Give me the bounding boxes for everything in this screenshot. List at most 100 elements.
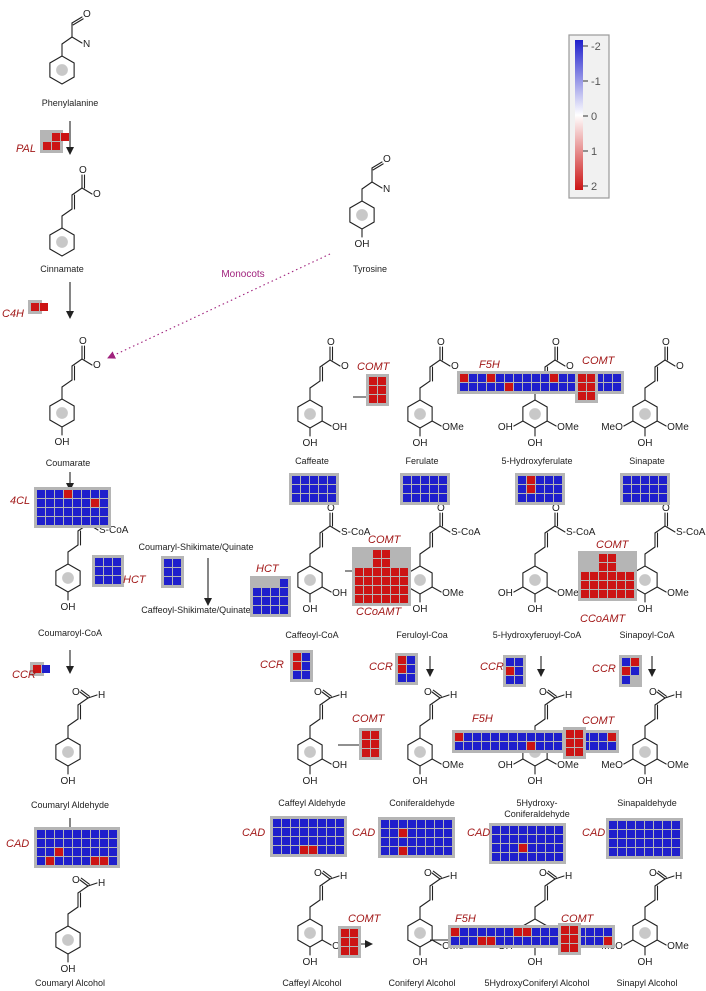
heatmap-cell: [622, 658, 630, 666]
heatmap-cell: [659, 476, 667, 484]
heatmap-cell: [61, 133, 69, 141]
heatmap-cell: [400, 595, 408, 603]
heatmap-cell: [382, 577, 390, 585]
heatmap-cell: [253, 588, 261, 596]
atom-o: O: [676, 361, 684, 372]
heatmap-cell: [546, 826, 554, 834]
heatmap-cell: [604, 928, 612, 936]
atom-oh: OH: [528, 776, 543, 787]
atom-o: O: [72, 875, 80, 886]
heatmap-cell: [599, 742, 607, 750]
heatmap-cell: [608, 590, 616, 598]
heatmap-cell: [369, 395, 377, 403]
heatmap-cell: [568, 374, 576, 382]
atom-h: H: [450, 690, 457, 701]
heatmap-cell: [500, 742, 508, 750]
enzyme-comt-alc: COMT: [348, 913, 382, 925]
heatmap-cell: [37, 490, 45, 498]
aromatic-center: [414, 408, 426, 420]
bond: [439, 525, 451, 533]
heatmap-cell: [390, 838, 398, 846]
heatmap-cell: [37, 830, 45, 838]
bond: [546, 586, 557, 593]
bond: [71, 16, 83, 24]
heatmap-cell: [545, 733, 553, 741]
heatmap-cell: [33, 665, 41, 673]
heatmap-cell: [482, 742, 490, 750]
bond: [429, 359, 441, 368]
heatmap-cell: [613, 383, 621, 391]
heatmap-cell: [100, 499, 108, 507]
heatmap-cell: [469, 937, 477, 945]
heatmap-cell: [627, 821, 635, 829]
heatmap-cell: [590, 581, 598, 589]
heatmap-cell: [590, 590, 598, 598]
heatmap-cell: [31, 303, 39, 311]
bond: [431, 420, 442, 427]
heatmap-cell: [355, 586, 363, 594]
heatmap-cell: [435, 829, 443, 837]
heatmap-cell: [581, 590, 589, 598]
atom-scoa: S-CoA: [341, 527, 371, 538]
heatmap-cell: [42, 665, 50, 673]
heatmap-cell: [537, 844, 545, 852]
heatmap-cell: [302, 671, 310, 679]
heatmap-cell: [636, 830, 644, 838]
heatmap-comt-ccoaomt: [352, 547, 411, 606]
heatmap-cell: [64, 839, 72, 847]
enzyme-ccr-3: CCR: [369, 661, 393, 673]
bond: [644, 899, 656, 908]
heatmap-cell: [399, 847, 407, 855]
heatmap-cell: [310, 476, 318, 484]
heatmap-cell: [587, 392, 595, 400]
heatmap-cell: [636, 839, 644, 847]
atom-o: O: [327, 503, 335, 514]
heatmap-cell: [378, 377, 386, 385]
enzyme-comt-acid: COMT: [357, 361, 391, 373]
heatmap-4cl-caffeate: [289, 473, 339, 505]
heatmap-cell: [654, 848, 662, 856]
heatmap-cell: [609, 839, 617, 847]
heatmap-cell: [632, 494, 640, 502]
atom-oh: OH: [61, 602, 76, 613]
heatmap-cell: [341, 938, 349, 946]
heatmap-cell: [327, 837, 335, 845]
heatmap-cell: [473, 733, 481, 741]
heatmap-cell: [627, 848, 635, 856]
heatmap-cell: [631, 667, 639, 675]
heatmap-cell: [398, 674, 406, 682]
heatmap-cell: [373, 595, 381, 603]
heatmap-cell: [641, 494, 649, 502]
heatmap-cell: [91, 499, 99, 507]
heatmap-cell: [554, 733, 562, 741]
substituent: OMe: [667, 422, 689, 433]
atom-oh: OH: [303, 438, 318, 449]
heatmap-4cl-hydroxyferulate: [515, 473, 565, 505]
bond: [321, 872, 331, 880]
heatmap-cell: [309, 837, 317, 845]
bond: [79, 691, 89, 699]
heatmap-cell: [73, 839, 81, 847]
bond: [72, 18, 84, 26]
heatmap-cad-coumaryl: [34, 827, 120, 868]
heatmap-cell: [523, 383, 531, 391]
heatmap-cell: [301, 494, 309, 502]
enzyme-comt-acid-2: COMT: [582, 355, 616, 367]
heatmap-cell: [46, 499, 54, 507]
heatmap-cell: [626, 572, 634, 580]
atom-o: O: [79, 165, 87, 176]
atom-scoa: S-CoA: [99, 525, 129, 536]
heatmap-cell: [381, 838, 389, 846]
atom-o: O: [424, 868, 432, 879]
heatmap-cell: [510, 853, 518, 861]
atom-o: O: [649, 868, 657, 879]
heatmap-cell: [55, 848, 63, 856]
heatmap-cell: [487, 937, 495, 945]
heatmap-cell: [464, 742, 472, 750]
heatmap-cell: [550, 374, 558, 382]
heatmap-cell: [282, 846, 290, 854]
heatmap-cell: [550, 937, 558, 945]
heatmap-cell: [173, 559, 181, 567]
bond: [429, 525, 441, 534]
heatmap-cell: [608, 554, 616, 562]
